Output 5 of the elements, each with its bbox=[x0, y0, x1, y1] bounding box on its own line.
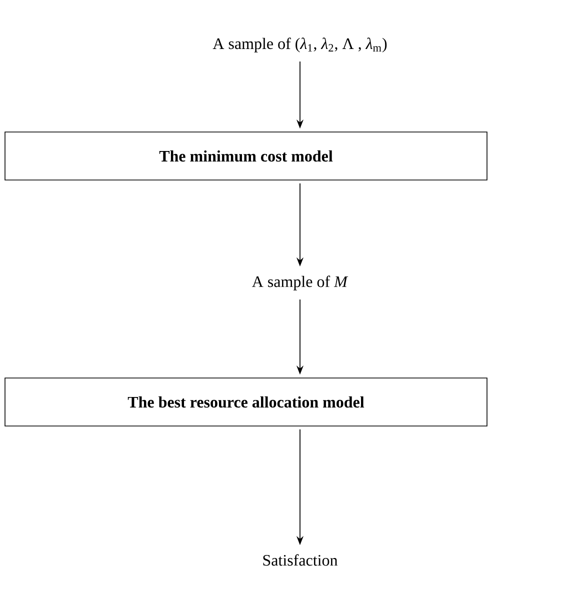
text-label: A sample of (λ$_{1}$, λ$_{2}$, Λ , λ$_{m}$) bbox=[212, 38, 387, 52]
process-box: The minimum cost model bbox=[4, 132, 488, 180]
process-box: The best resource allocation model bbox=[4, 378, 488, 426]
text-label: A sample of M bbox=[252, 276, 348, 290]
text-label: Satisfaction bbox=[263, 554, 338, 566]
